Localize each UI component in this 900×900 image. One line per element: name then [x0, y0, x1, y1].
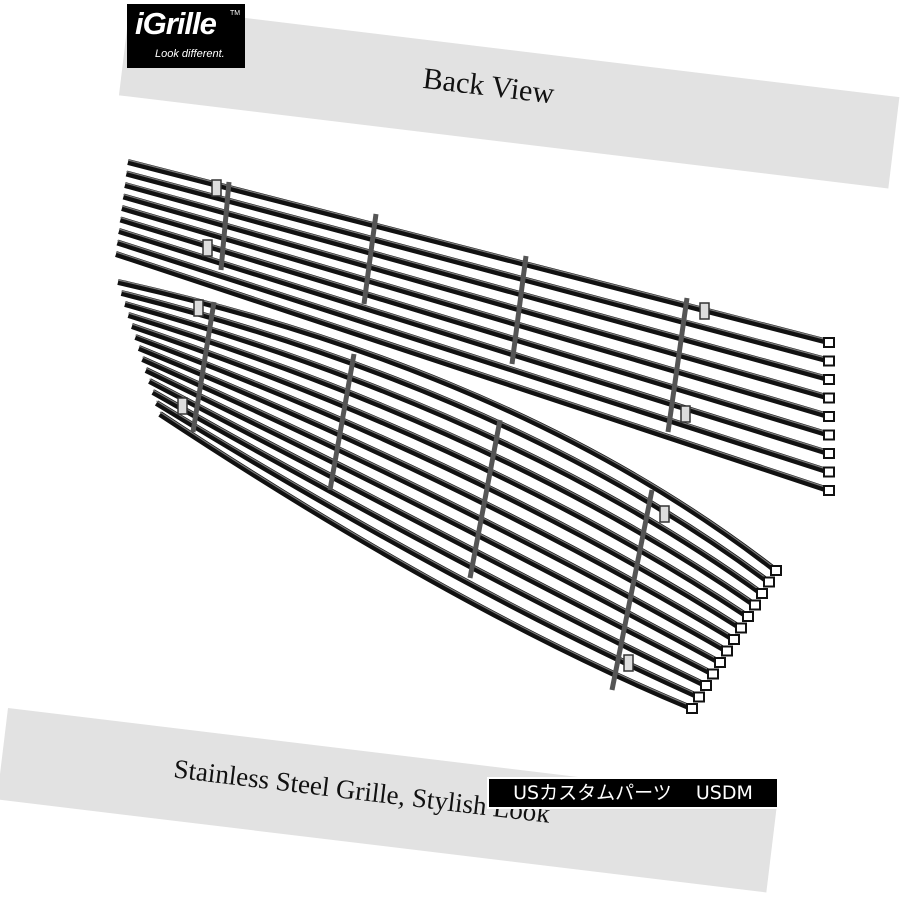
- bar-end: [721, 645, 733, 657]
- grille-bar: [131, 323, 749, 619]
- grille-bar: [127, 312, 756, 607]
- bar-end: [823, 485, 835, 496]
- support-post: [665, 297, 690, 433]
- grille-bar-highlight: [120, 216, 829, 434]
- grille-bar-highlight: [145, 367, 720, 661]
- mounting-tab: [680, 405, 691, 423]
- upper-grille-panel: [115, 159, 835, 496]
- support-post: [327, 353, 357, 491]
- bar-end: [686, 703, 698, 714]
- grille-bar-highlight: [123, 193, 829, 397]
- grille-bar: [122, 193, 829, 401]
- bar-end: [728, 634, 740, 645]
- mounting-tab: [211, 179, 222, 197]
- bar-end: [756, 588, 768, 599]
- lower-grille-panel: [117, 279, 782, 714]
- support-post: [509, 255, 529, 365]
- grille-bar: [137, 345, 735, 642]
- mounting-tab: [202, 239, 213, 257]
- bar-end: [749, 599, 761, 611]
- mounting-tab: [699, 302, 710, 320]
- grille-bar-highlight: [121, 205, 829, 415]
- grille-bar-highlight: [131, 323, 748, 615]
- logo-name: iGrille: [135, 6, 217, 41]
- grille-bar: [148, 378, 714, 677]
- grille-bar: [120, 290, 770, 584]
- bar-end: [770, 565, 782, 576]
- grille-bar-highlight: [126, 170, 829, 360]
- bar-end: [823, 448, 835, 459]
- logo-trademark: TM: [230, 10, 241, 17]
- grille-bar-highlight: [128, 312, 755, 603]
- bar-end: [823, 411, 835, 422]
- mounting-tab: [659, 505, 670, 523]
- grille-bar: [134, 334, 742, 631]
- bar-end: [823, 466, 835, 478]
- grille-bar-highlight: [117, 279, 776, 569]
- grille-bar: [144, 367, 721, 665]
- grille-bar-highlight: [149, 378, 713, 673]
- support-post: [218, 181, 232, 271]
- igrille-logo: iGrille TM Look different.: [127, 4, 245, 68]
- bar-end: [693, 691, 705, 703]
- bar-end: [823, 355, 835, 367]
- grille-bar-highlight: [115, 251, 829, 489]
- grille-bar-highlight: [159, 411, 692, 707]
- grille-bar-highlight: [124, 301, 762, 592]
- bar-end: [823, 337, 835, 348]
- grille-bar: [124, 301, 763, 596]
- grille-bar-highlight: [135, 334, 741, 627]
- bar-end: [742, 611, 754, 622]
- logo-tagline: Look different.: [155, 48, 225, 60]
- bar-end: [763, 576, 775, 588]
- grille-bar-highlight: [138, 345, 734, 638]
- bar-end: [823, 374, 835, 385]
- support-post: [609, 489, 655, 691]
- bar-end: [823, 392, 835, 404]
- bar-end: [823, 429, 835, 441]
- support-post: [361, 213, 379, 305]
- bar-end: [735, 622, 747, 634]
- mounting-tab: [177, 397, 188, 415]
- grille-bar: [121, 205, 829, 419]
- bar-end: [700, 680, 712, 691]
- bar-end: [714, 657, 726, 668]
- grille-bar: [141, 356, 728, 654]
- mounting-tab: [623, 654, 634, 672]
- grille-bar-highlight: [127, 159, 829, 341]
- grille-bar-highlight: [118, 228, 829, 452]
- grille-bar: [117, 279, 777, 573]
- grille-bar: [154, 400, 700, 700]
- watermark-badge: USカスタムパーツ USDM: [487, 777, 779, 809]
- grille-bar-highlight: [121, 290, 769, 580]
- grille-bar-highlight: [117, 239, 829, 471]
- grille-bar-highlight: [124, 182, 829, 378]
- support-post: [190, 301, 217, 433]
- grille-bar: [158, 411, 693, 711]
- grille-bar: [151, 389, 707, 688]
- grille-bar-highlight: [152, 389, 706, 684]
- bar-end: [707, 668, 719, 680]
- grille-bar: [119, 216, 829, 438]
- grille-bar: [125, 170, 829, 364]
- mounting-tab: [193, 299, 204, 317]
- grille-bar: [118, 228, 829, 456]
- support-post: [467, 419, 503, 579]
- grille-bar-highlight: [142, 356, 727, 650]
- grille-bar: [127, 159, 829, 345]
- grille-bar: [115, 251, 829, 493]
- grille-bar: [124, 182, 829, 382]
- grille-bar: [116, 239, 829, 475]
